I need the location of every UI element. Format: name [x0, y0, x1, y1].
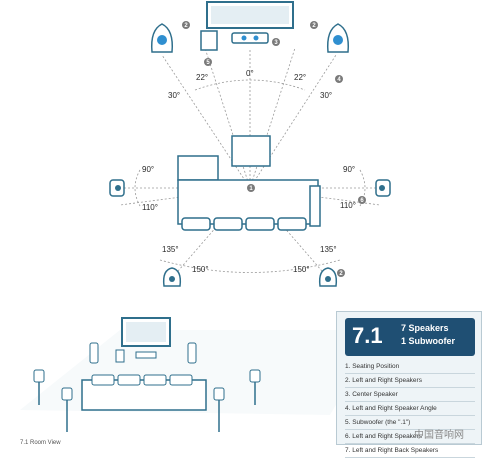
badge-dot: [204, 58, 212, 66]
angle-label-22-left: 22°: [196, 73, 208, 82]
badge-6: 6: [358, 196, 366, 204]
room-subwoofer: [115, 349, 125, 363]
angle-label-110-left: 110°: [142, 203, 158, 212]
room-front-left-speaker: [89, 342, 99, 364]
legend-item: 4. Left and Right Speaker Angle: [345, 402, 475, 416]
badge-dot: [272, 38, 280, 46]
room-sofa-cushion: [169, 374, 193, 386]
badge-2-rear-right: 2: [337, 269, 345, 277]
angle-label-135-left: 135°: [162, 245, 179, 254]
guide-line: [249, 54, 337, 189]
room-sofa-cushion: [117, 374, 141, 386]
sofa-cushion: [181, 217, 211, 231]
speaker-driver-icon: [157, 35, 167, 45]
legend-item: 2. Left and Right Speakers: [345, 374, 475, 388]
badge-label: 4: [337, 77, 341, 83]
legend-item: 7. Left and Right Back Speakers: [345, 444, 475, 458]
legend-item: 5. Subwoofer (the ".1"): [345, 416, 475, 430]
guide-line: [161, 54, 251, 189]
subwoofer: [200, 30, 218, 51]
center-driver-icon: [253, 35, 259, 41]
center-speaker: [231, 32, 269, 44]
sofa-arm: [309, 185, 321, 227]
angle-label-150-right: 150°: [293, 265, 310, 274]
legend-title-line2: 1 Subwoofer: [401, 336, 456, 346]
sofa-side-back-left: [177, 155, 219, 181]
sofa-cushion: [245, 217, 275, 231]
front-left-speaker: [150, 23, 174, 53]
angle-label-0: 0°: [246, 69, 254, 78]
badge-2-front-right: 2: [310, 21, 318, 29]
sofa-cushion: [277, 217, 307, 231]
room-sofa-cushion: [143, 374, 167, 386]
angle-label-150-left: 150°: [192, 265, 209, 274]
badge-label: 5: [206, 60, 210, 66]
arc-rear: [159, 259, 341, 273]
angle-label-30-right: 30°: [320, 91, 332, 100]
rear-right-speaker: [318, 267, 338, 287]
tv-screen: [211, 6, 289, 24]
legend-item: 1. Seating Position: [345, 360, 475, 374]
badge-5: 5: [204, 58, 212, 66]
room-center-speaker: [135, 351, 157, 359]
badge-2-front-left: 2: [182, 21, 190, 29]
guide-line: [249, 47, 296, 189]
room-side-right-speaker: [249, 369, 261, 383]
room-view: [20, 317, 380, 432]
room-side-left-speaker: [33, 369, 45, 383]
speaker-driver-icon: [325, 276, 331, 282]
side-right-speaker: [375, 179, 391, 197]
badge-dot: [310, 21, 318, 29]
speaker-driver-icon: [379, 185, 385, 191]
room-sofa-cushion: [91, 374, 115, 386]
speaker-driver-icon: [169, 276, 175, 282]
badge-1: 1: [247, 184, 255, 192]
room-front-right-speaker: [187, 342, 197, 364]
angle-label-30-left: 30°: [168, 91, 180, 100]
speaker-driver-icon: [333, 35, 343, 45]
legend-item: 3. Center Speaker: [345, 388, 475, 402]
angle-label-110-right: 110°: [340, 201, 356, 210]
legend-header: 7.1 7 Speakers 1 Subwoofer: [345, 318, 475, 356]
badge-dot: [182, 21, 190, 29]
side-left-speaker: [109, 179, 125, 197]
badge-label: 2: [312, 23, 316, 29]
sofa-cushion: [213, 217, 243, 231]
arc-front: [194, 79, 306, 91]
angle-label-90-left: 90°: [142, 165, 154, 174]
room-tv-screen: [126, 322, 166, 342]
room-rear-left-speaker: [61, 387, 73, 401]
badge-label: 1: [249, 186, 253, 192]
angle-label-22-right: 22°: [294, 73, 306, 82]
tv: [206, 1, 294, 29]
legend-number: 7.1: [352, 323, 383, 348]
room-rear-right-speaker: [213, 387, 225, 401]
badge-dot: [337, 269, 345, 277]
diagram-caption: 7.1 Room View: [20, 440, 61, 446]
center-driver-icon: [241, 35, 247, 41]
badge-3: 3: [272, 38, 280, 46]
watermark: 中国音响网: [414, 430, 464, 441]
legend-title-line1: 7 Speakers: [401, 323, 449, 333]
legend-panel: 7.1 7 Speakers 1 Subwoofer 1. Seating Po…: [336, 311, 482, 458]
badge-label: 3: [274, 40, 278, 46]
speaker-driver-icon: [115, 185, 121, 191]
rear-left-speaker: [162, 267, 182, 287]
legend-item: 6. Left and Right Speakers: [345, 430, 475, 444]
coffee-table: [231, 135, 271, 167]
front-right-speaker: [326, 23, 350, 53]
badge-dot: [247, 184, 255, 192]
badge-dot: [358, 196, 366, 204]
badge-4: 4: [335, 75, 343, 83]
badge-label: 2: [339, 271, 343, 277]
badge-label: 6: [360, 198, 364, 204]
legend-list: 1. Seating Position 2. Left and Right Sp…: [345, 360, 475, 458]
angle-label-90-right: 90°: [343, 165, 355, 174]
angle-label-135-right: 135°: [320, 245, 337, 254]
badge-dot: [335, 75, 343, 83]
badge-label: 2: [184, 23, 188, 29]
sofa: [177, 155, 321, 231]
